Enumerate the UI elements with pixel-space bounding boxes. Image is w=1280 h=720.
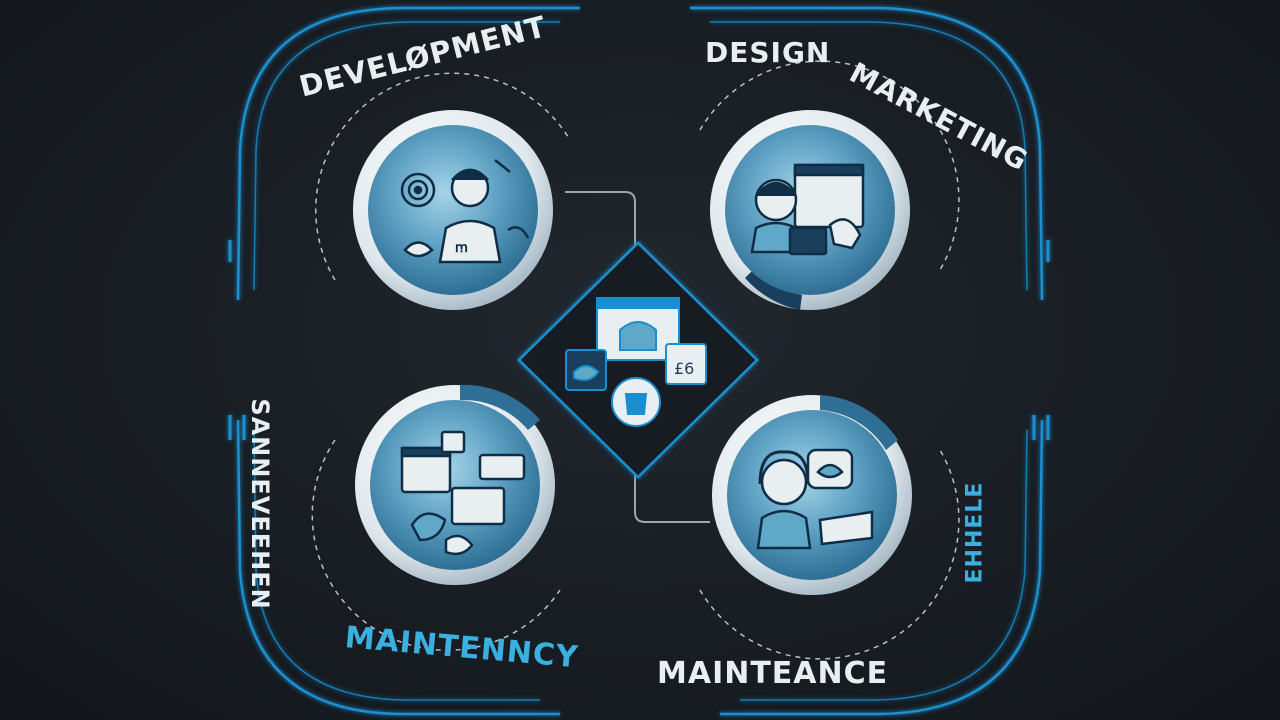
support-person-icon [756,448,874,550]
frame-arc-bottom-left [236,419,560,716]
orbit-top-left [315,72,571,281]
website-screens-icon [400,430,526,556]
label-maintenance: MAINTEANCE [657,656,889,691]
node-top-right [710,110,910,310]
frame-arc-bottom-right [720,419,1044,716]
frame-arc-top-left-inner [253,21,560,291]
outer-frame [236,6,1044,716]
connectors [565,191,710,523]
frame-arc-top-left [236,6,580,301]
designer-person-icon [750,163,865,256]
svg-text:ꭑ: ꭑ [455,240,468,256]
label-design: DESIGN [705,36,831,69]
node-bottom-left [355,384,555,585]
developer-person-icon: ꭑ [400,159,530,264]
center-node: £6 [517,241,759,479]
frame-arc-bottom-left-inner [253,429,540,701]
label-right-vertical: EHHELE [962,481,988,584]
node-top-left: ꭑ [353,110,553,310]
dashed-orbits [311,60,960,660]
connector-top [565,191,636,245]
orbit-bottom-left [311,439,561,651]
node-bottom-right [712,395,912,595]
svg-text:£6: £6 [674,359,694,378]
side-ticks [228,240,1050,440]
connector-bottom [634,475,710,523]
frame-arc-top-right [690,6,1044,301]
label-left-vertical: SANNEVEEHEN [246,398,274,610]
frame-arc-bottom-right-inner [740,429,1028,701]
frame-arc-top-right-inner [710,21,1028,291]
web-layout-icon: £6 [565,297,707,427]
